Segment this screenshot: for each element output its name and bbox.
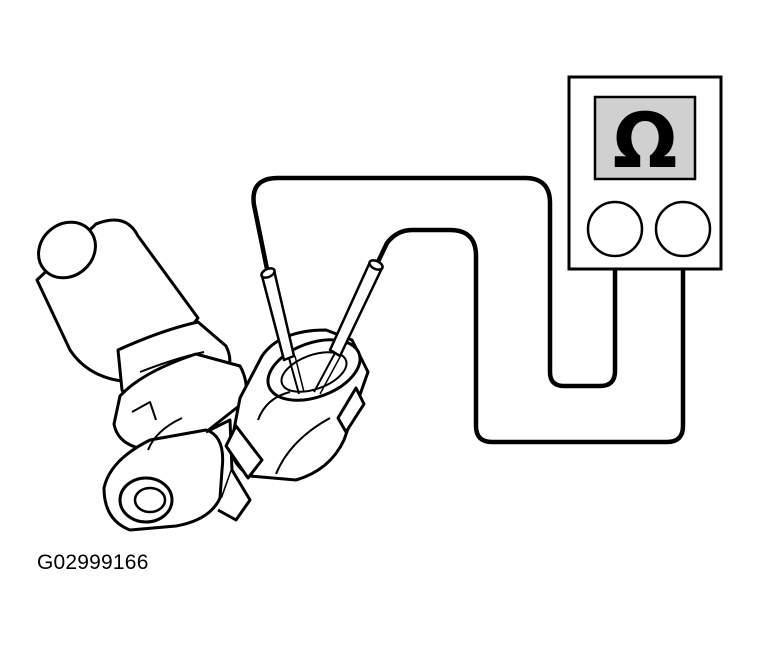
test-lead-left-wire [251, 175, 618, 389]
sensor-connector [224, 328, 370, 482]
mounting-hole [118, 476, 174, 524]
test-probes [260, 259, 384, 395]
test-leads [251, 175, 686, 445]
figure-id-label: G02999166 [37, 551, 149, 574]
ohmmeter-terminal-right [654, 200, 712, 258]
probe-left [260, 267, 305, 395]
test-lead-right-wire [373, 227, 686, 445]
ohmmeter: Ω [567, 75, 723, 271]
ohmmeter-display [593, 95, 697, 181]
ohm-icon: Ω [613, 96, 678, 185]
probe-right [313, 259, 384, 395]
ohmmeter-terminal-left [586, 200, 644, 258]
